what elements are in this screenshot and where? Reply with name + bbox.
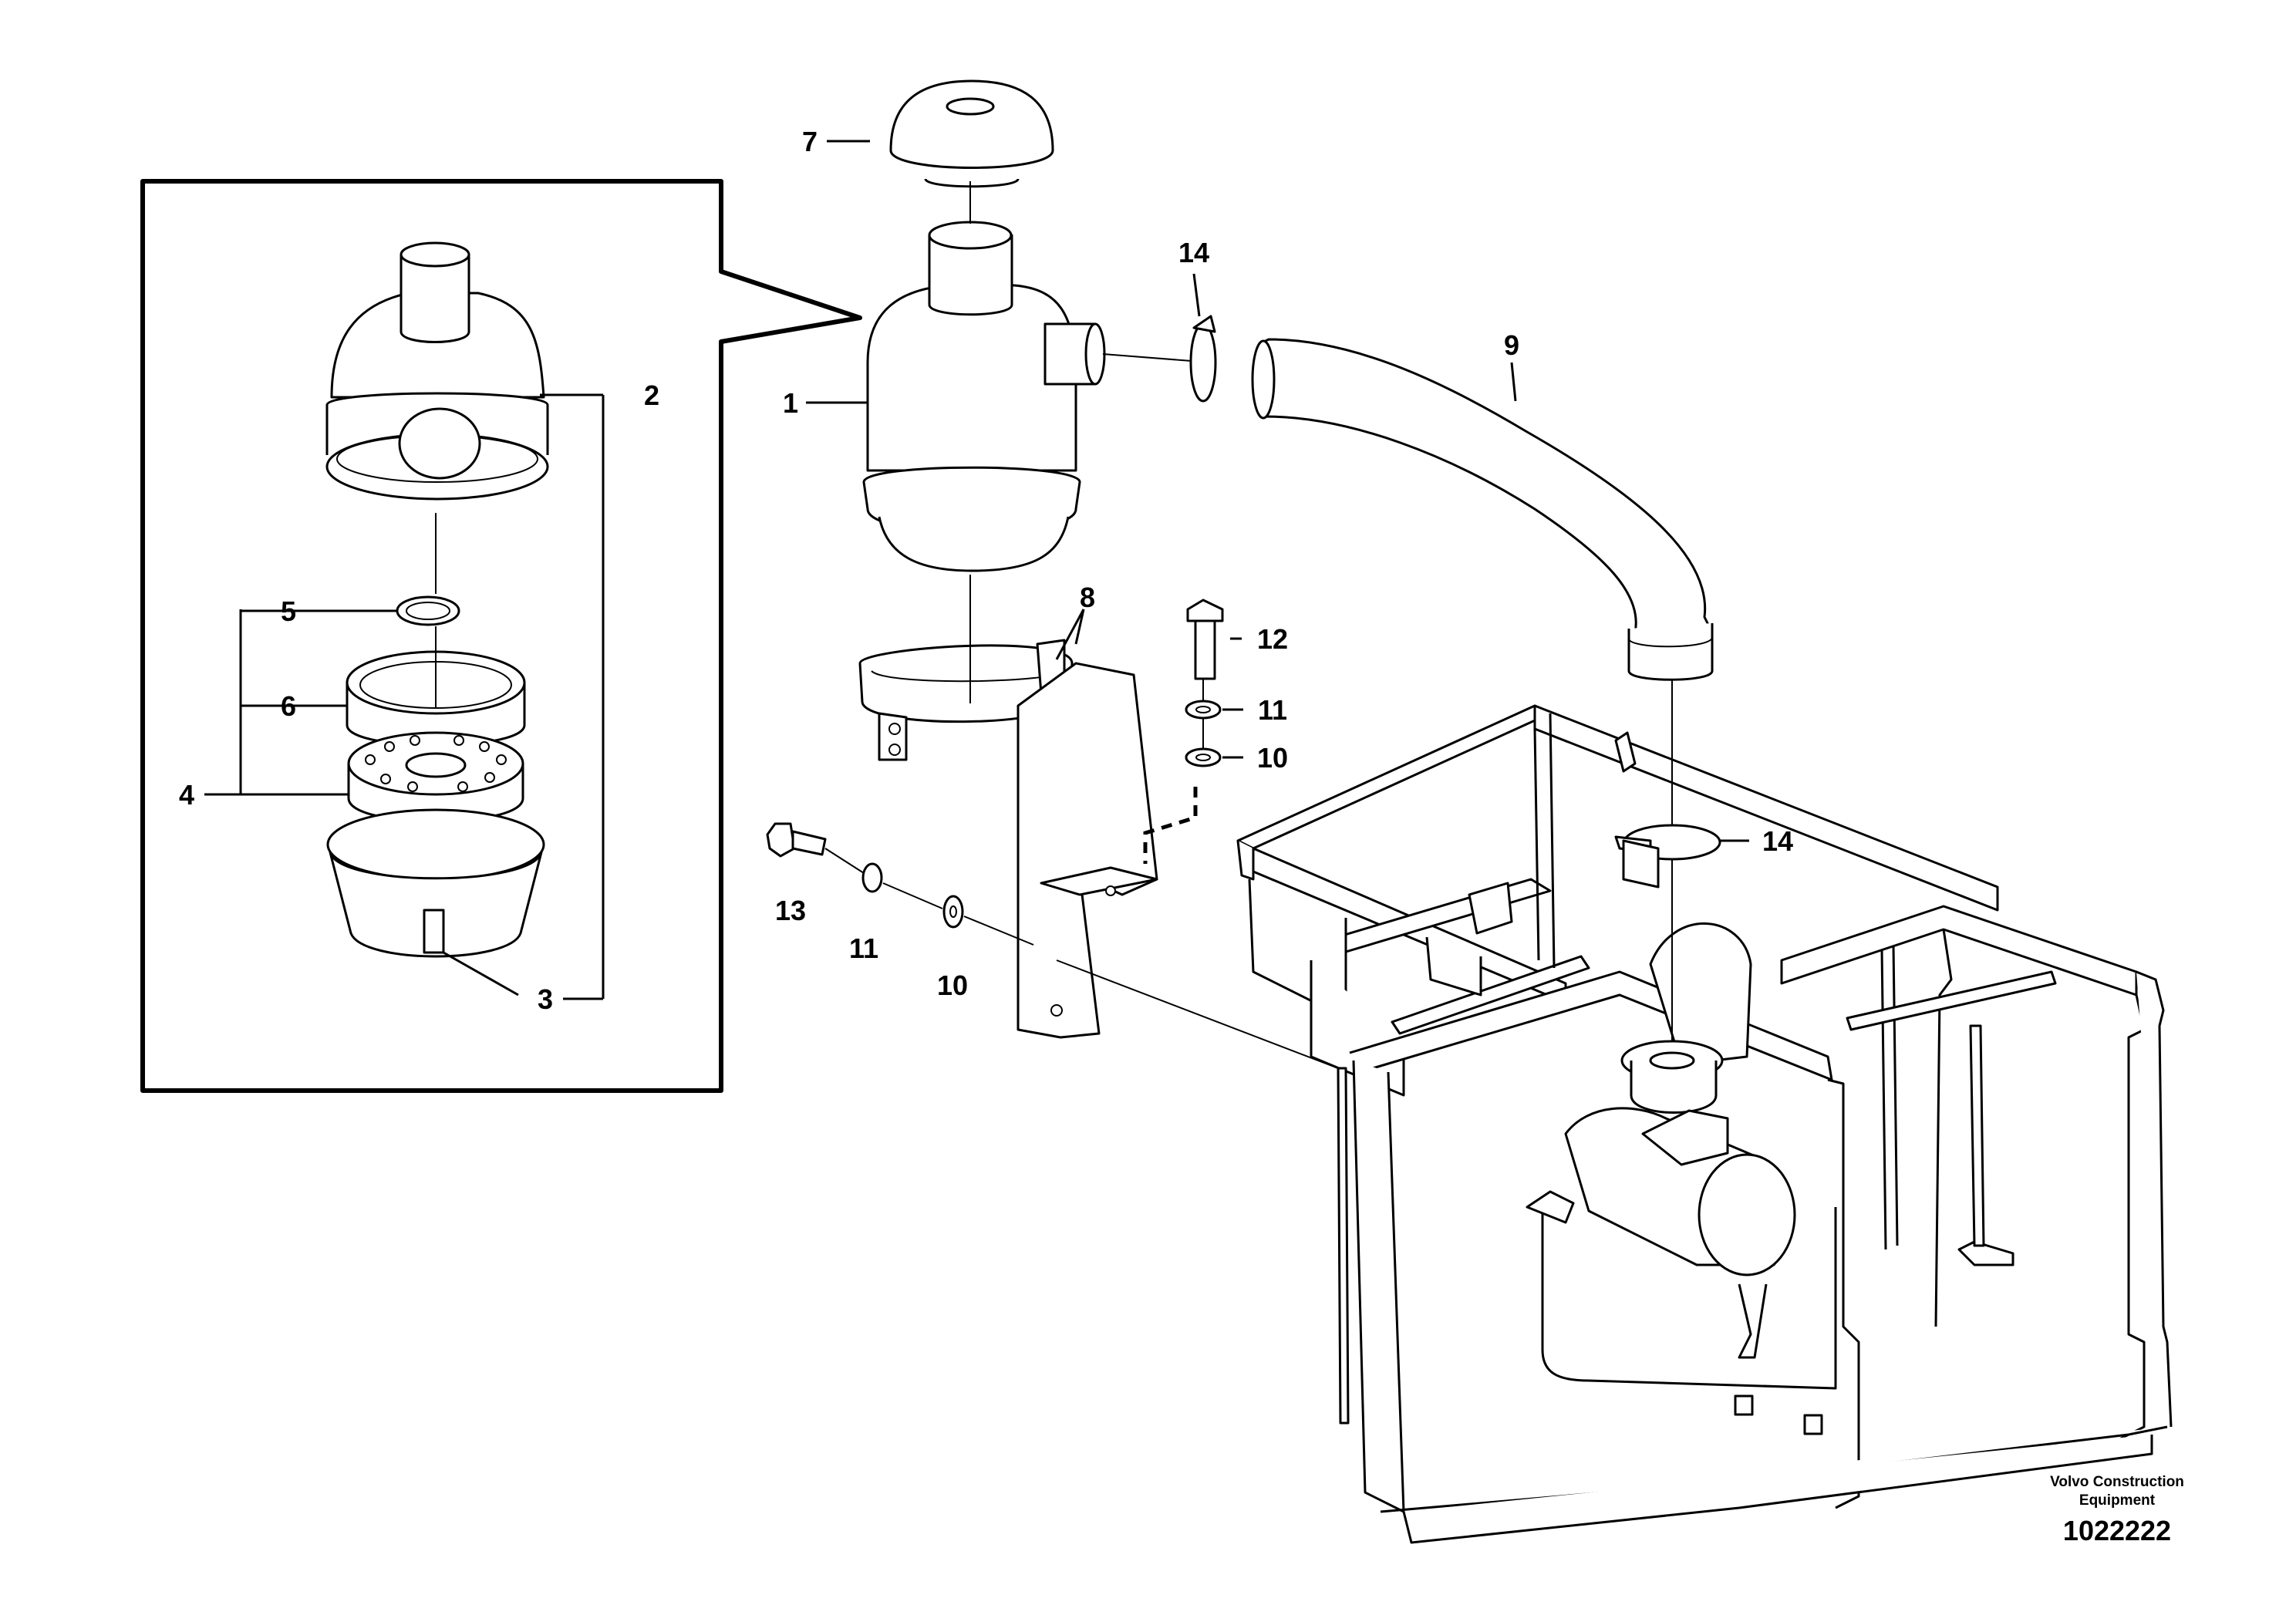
callout-4: 4 [179, 779, 194, 811]
intake-hose [1251, 338, 1714, 681]
assembly-leaders [824, 181, 1673, 1069]
callout-leaders [806, 140, 1749, 842]
washer-10-lower [942, 895, 964, 929]
inset-dust-bowl [326, 808, 545, 958]
callout-13: 13 [775, 895, 806, 926]
air-cleaner-assembly [862, 221, 1106, 572]
callout-3: 3 [538, 983, 553, 1015]
mounting-band [858, 639, 1074, 761]
callout-9: 9 [1504, 329, 1519, 361]
document-number: 1022222 [2063, 1515, 2171, 1546]
washer-11-upper [1185, 700, 1222, 720]
inset-perforated-disc [347, 731, 524, 823]
bolt-vertical [1186, 599, 1224, 680]
callout-1: 1 [783, 387, 798, 419]
inset-seal-ring [396, 595, 460, 626]
callout-5: 5 [281, 595, 296, 627]
callout-8: 8 [1080, 582, 1095, 613]
callout-11-upper: 11 [1258, 694, 1287, 726]
washer-11-lower [861, 862, 883, 893]
callout-10-lower: 10 [937, 969, 968, 1001]
inset-cover [325, 241, 549, 501]
rain-cap [889, 79, 1054, 188]
callout-6: 6 [281, 690, 296, 722]
washer-10-upper [1185, 747, 1222, 767]
callout-2: 2 [644, 379, 659, 411]
callout-12: 12 [1257, 623, 1288, 655]
detail-inset [140, 179, 862, 1093]
callout-10-upper: 10 [1257, 742, 1288, 774]
bolt-horizontal [766, 822, 827, 858]
inset-leaders [204, 393, 605, 1000]
document-watermark: Volvo Construction Equipment 1022222 [2050, 1474, 2184, 1546]
callout-14-lower: 14 [1762, 825, 1793, 857]
hose-clamp-upper [1189, 315, 1217, 403]
brand-name-line2: Equipment [2079, 1492, 2156, 1509]
machine-frame [1236, 704, 2173, 1544]
brand-name-line1: Volvo Construction [2050, 1474, 2184, 1490]
callout-7: 7 [802, 126, 818, 157]
callout-14-upper: 14 [1178, 237, 1209, 268]
callout-labels: 1 2 3 4 5 6 7 8 9 10 10 11 11 12 13 14 1… [179, 126, 1793, 1015]
callout-11-lower: 11 [849, 932, 878, 964]
support-bracket [1017, 662, 1198, 1039]
